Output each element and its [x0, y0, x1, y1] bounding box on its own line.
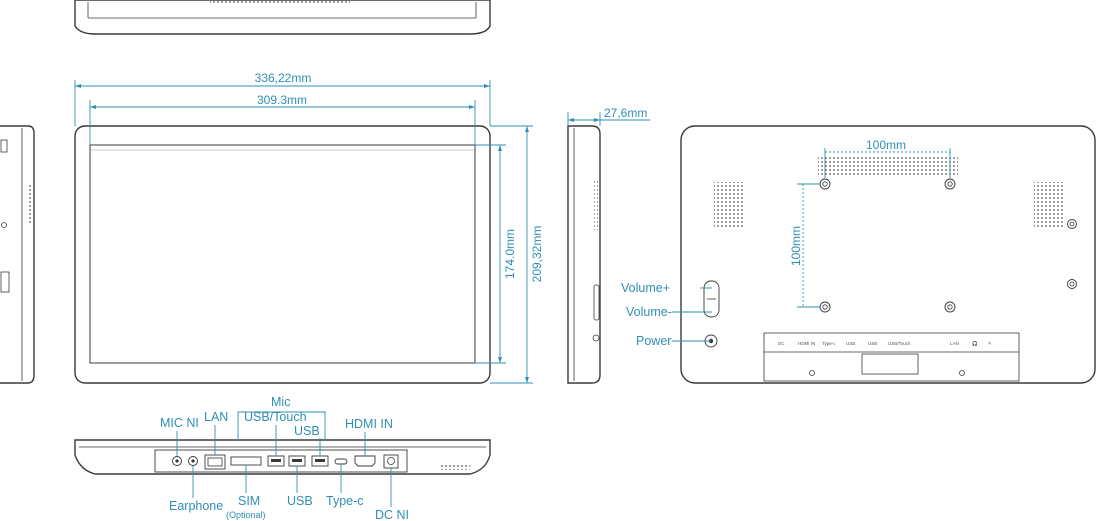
outer-height-label: 209,32mm [530, 226, 544, 283]
headphone-icon: 🎧 [972, 340, 978, 346]
mic-label: Mic [271, 395, 290, 409]
power-label: Power [636, 334, 671, 348]
earphone-label: Earphone [169, 499, 223, 513]
rear-label-usb-1: USB [846, 341, 855, 346]
mic-icon: ✎ [988, 341, 992, 346]
rear-right-grille [1034, 182, 1064, 228]
sim-slot [230, 456, 262, 466]
front-dimensions: 336,22mm 309.3mm 174.0mm 209,32mm [74, 71, 544, 384]
rear-label-dc: DC [778, 341, 785, 346]
rear-label-hdmi: HDMI IN [798, 341, 815, 346]
rear-label-typec: Type-c [822, 341, 836, 346]
screen-width-label: 309.3mm [257, 93, 307, 107]
usb-touch-label: USB/Touch [244, 410, 307, 424]
rear-label-lan: LAN [950, 341, 959, 346]
sim-label: SIM [238, 494, 260, 508]
top-vent [210, 1, 350, 5]
screen-height-label: 174.0mm [503, 229, 517, 279]
volume-up-label: Volume+ [621, 281, 670, 295]
front-view [74, 125, 491, 384]
vesa-holes [819, 178, 956, 313]
hdmi-in-label: HDMI IN [345, 417, 393, 431]
usb-bottom-label: USB [287, 494, 313, 508]
hdmi-in-port [354, 455, 376, 467]
outer-width-label: 336,22mm [255, 71, 312, 85]
rear-label-usb-2: USB [868, 341, 877, 346]
dc-ni-port [383, 454, 399, 469]
usb-top-label: USB [294, 424, 320, 438]
rear-view: 100mm 100mm DC HDMI IN Type-c USB USB US… [621, 125, 1096, 384]
lan-label: LAN [204, 410, 228, 424]
type-c-port [334, 458, 348, 465]
vesa-vertical-label: 100mm [789, 226, 803, 266]
rear-top-grille [818, 155, 958, 177]
type-c-label: Type-c [326, 494, 364, 508]
rear-label-usb-touch: USB/Touch [888, 341, 911, 346]
left-side-view [0, 125, 35, 384]
right-side-view: 27,6mm [567, 106, 650, 384]
rear-port-panel [763, 332, 1020, 382]
bottom-view: Mic MIC NI LAN USB/Touch USB HDMI IN Ear… [74, 395, 491, 521]
dc-ni-label: DC NI [375, 508, 409, 521]
depth-label: 27,6mm [604, 106, 647, 120]
sim-optional-label: (Optional) [226, 510, 266, 520]
vesa-horizontal-label: 100mm [866, 138, 906, 152]
volume-down-label: Volume- [626, 305, 672, 319]
top-view [74, 0, 491, 35]
mic-ni-label: MIC NI [160, 416, 199, 430]
rear-left-grille [714, 182, 744, 228]
